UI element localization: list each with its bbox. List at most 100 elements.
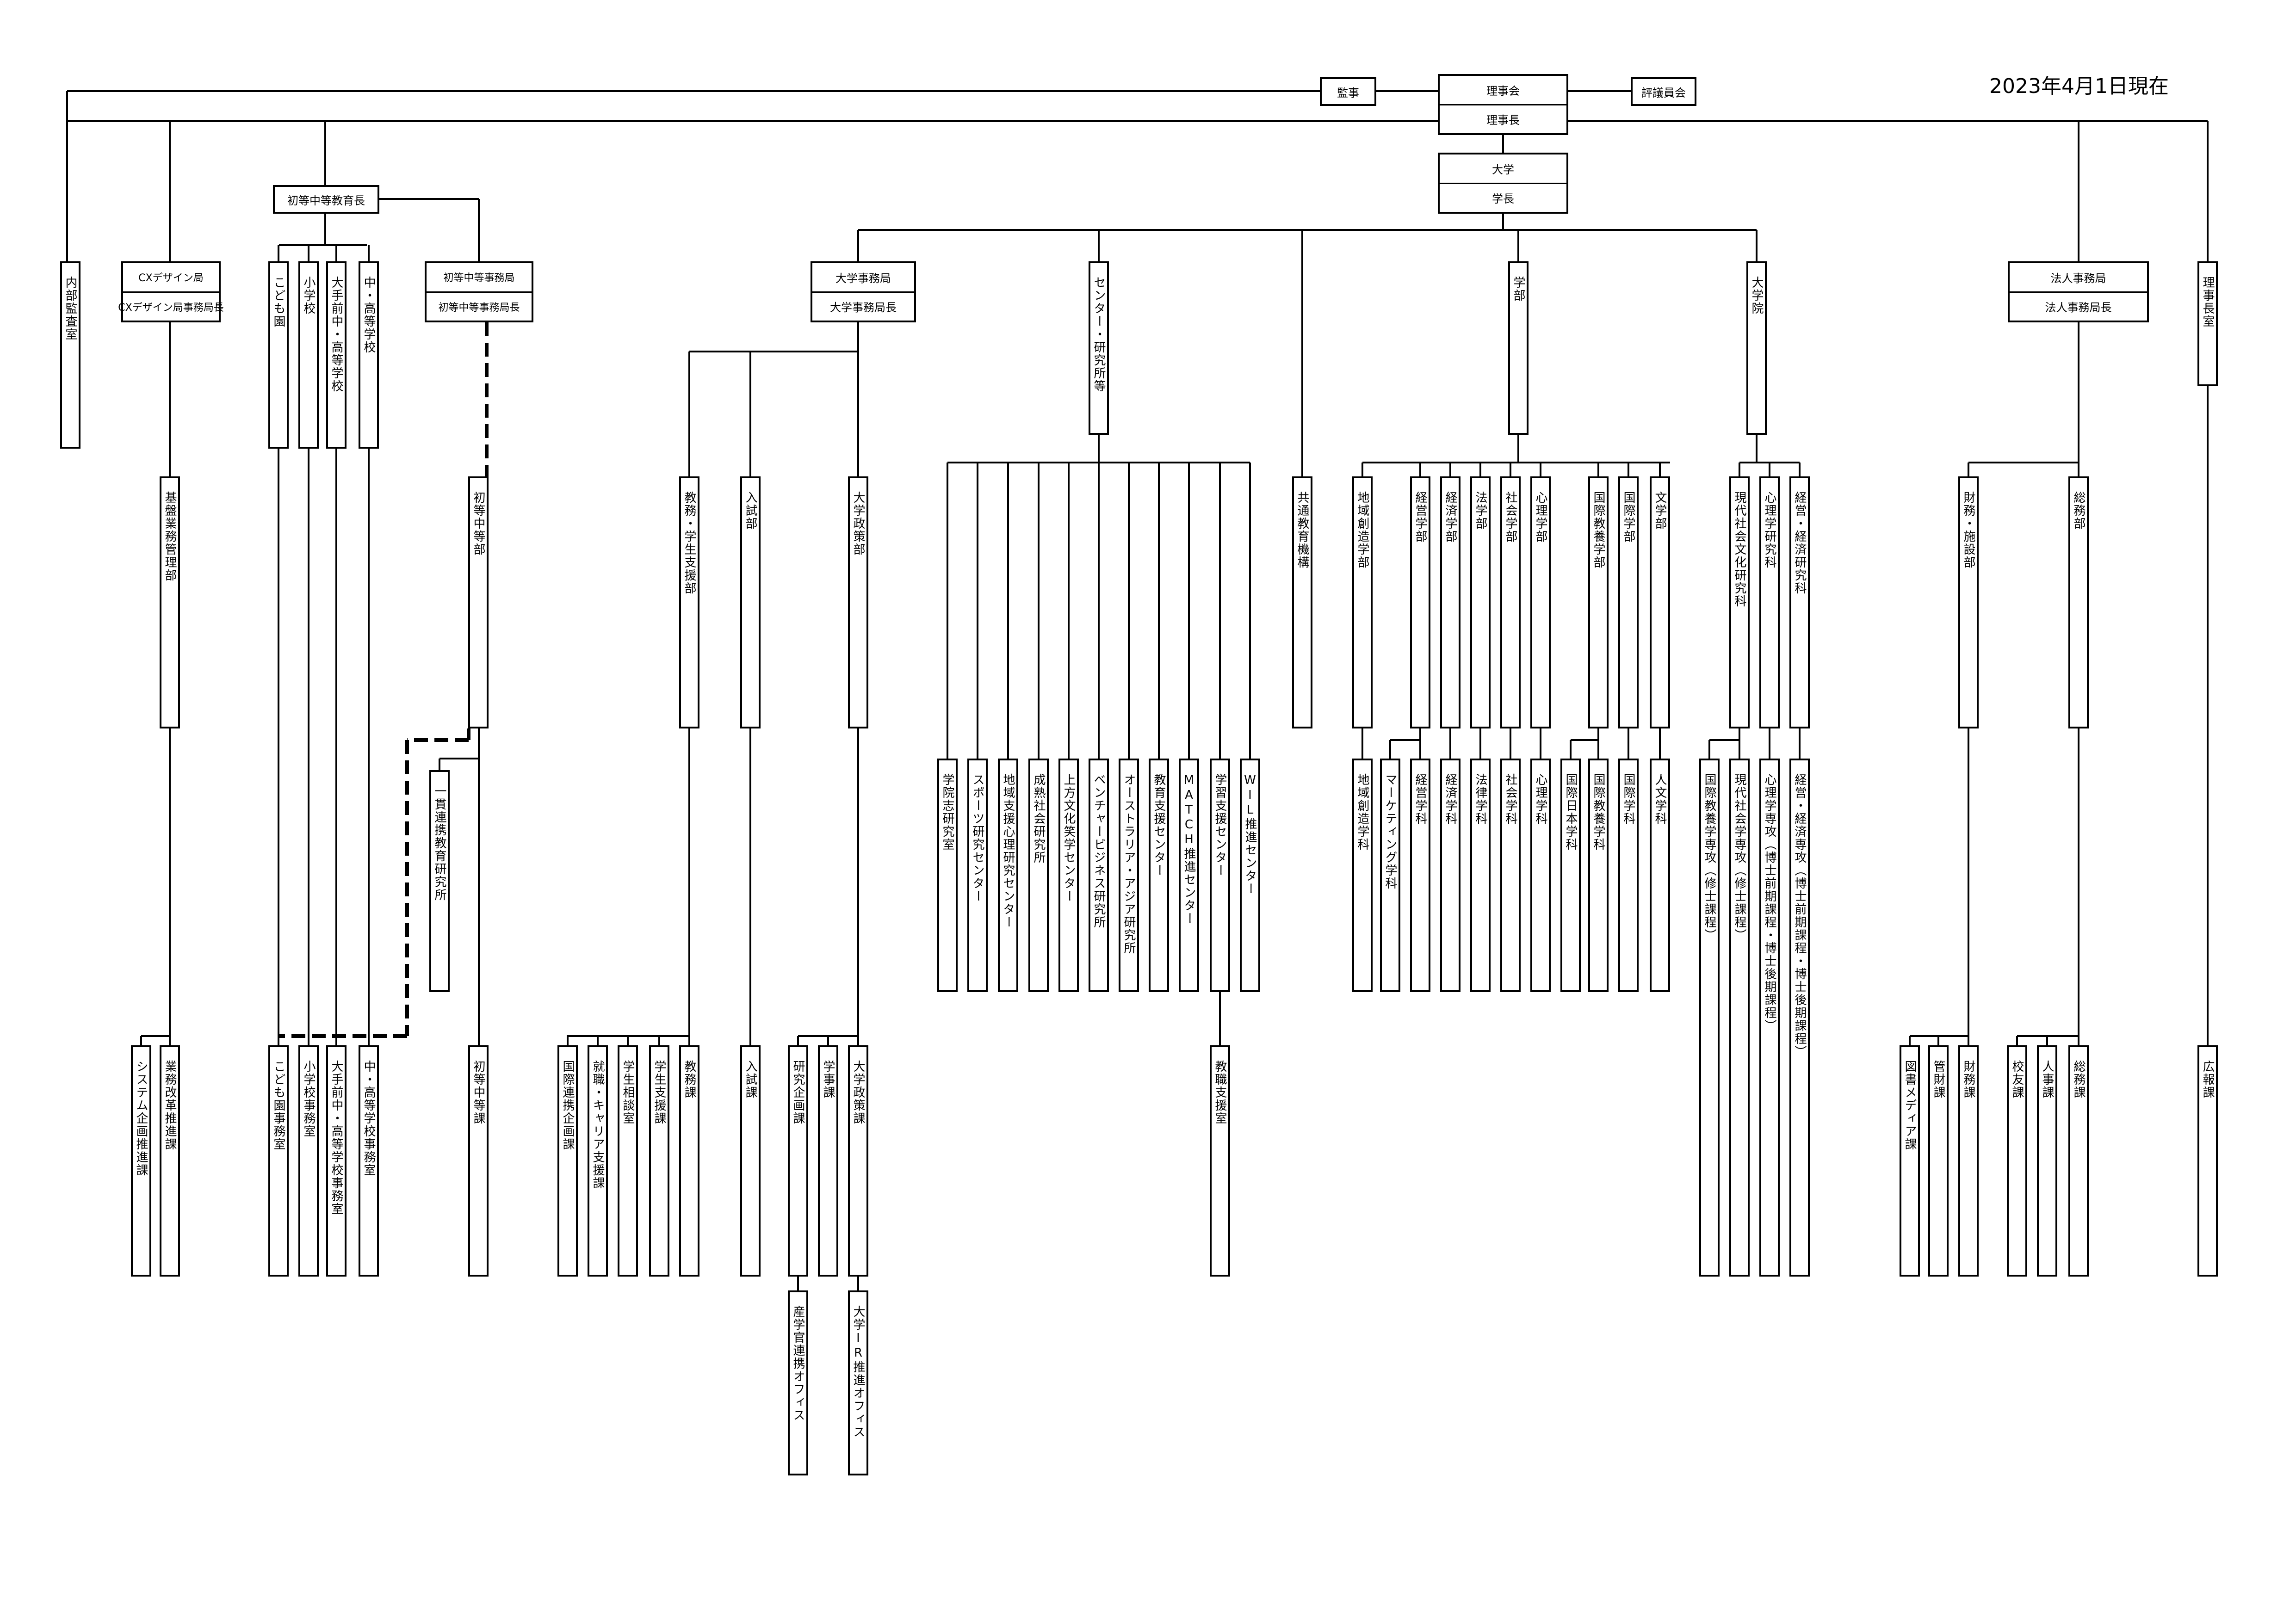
- student-support-section-0-label: 国際連携企画課: [561, 1060, 575, 1151]
- center-box-2-label: 地域支援心理研究センター: [1001, 773, 1015, 929]
- finance-section-1: 管財課: [1928, 1045, 1949, 1277]
- common-edu-box: 共通教育機構: [1292, 476, 1312, 728]
- grad-box: 大学院: [1746, 261, 1767, 435]
- faculty-box-0: 地域創造学部: [1352, 476, 1373, 728]
- grad-school-box-0: 現代社会文化研究科: [1729, 476, 1750, 728]
- grad-major-box-0-label: 国際教養学専攻（修士課程）: [1702, 773, 1716, 942]
- school-box-3: 中・高等学校: [359, 261, 379, 449]
- faculty-box-7: 国際学部: [1618, 476, 1639, 728]
- policy-sub-1-label: 大学IR推進オフィス: [851, 1305, 865, 1438]
- as-of-date: 2023年4月1日現在: [1989, 74, 2169, 98]
- finance-section-2: 財務課: [1958, 1045, 1979, 1277]
- policy-dept-box: 大学政策部: [848, 476, 868, 728]
- faculty-box-8-label: 文学部: [1653, 491, 1667, 530]
- faculty-dept-box-8: 国際教養学科: [1588, 759, 1609, 992]
- internal-audit-box: 内部監査室: [60, 261, 80, 449]
- faculty-dept-box-9-label: 国際学科: [1621, 773, 1635, 825]
- faculty-box-4-label: 社会学部: [1504, 491, 1517, 543]
- school-office-box-2-label: 大手前中・高等学校事務室: [329, 1060, 343, 1216]
- center-box-6: オーストラリア・アジア研究所: [1119, 759, 1139, 992]
- student-support-section-4: 教務課: [679, 1045, 699, 1277]
- policy-section-2-label: 大学政策課: [851, 1060, 865, 1125]
- faculties-box-label: 学部: [1511, 276, 1525, 302]
- faculty-dept-box-0-label: 地域創造学科: [1355, 773, 1369, 851]
- faculty-dept-box-2-label: 経営学科: [1413, 773, 1427, 825]
- center-box-4-label: 上方文化笑学センター: [1062, 773, 1076, 903]
- school-box-1: 小学校: [298, 261, 319, 449]
- center-box-8: MATCH推進センター: [1179, 759, 1199, 992]
- school-office-box-3-label: 中・高等学校事務室: [362, 1060, 376, 1177]
- faculty-box-5-label: 心理学部: [1534, 491, 1547, 543]
- grad-school-box-1: 心理学研究科: [1759, 476, 1780, 728]
- corp-bureau-box-row-1: 法人事務局長: [2010, 291, 2147, 321]
- ps-institute-box: 一貫連携教育研究所: [429, 770, 450, 992]
- center-box-6-label: オーストラリア・アジア研究所: [1122, 773, 1136, 955]
- general-section-2-label: 総務課: [2072, 1060, 2086, 1099]
- policy-section-1: 学事課: [818, 1045, 838, 1277]
- faculty-dept-box-7: 国際日本学科: [1560, 759, 1581, 992]
- ps-head-box-row-0: 初等中等教育長: [287, 194, 365, 207]
- grad-major-box-1-label: 現代社会学専攻（修士課程）: [1733, 773, 1746, 942]
- policy-sub-0-label: 産学官連携オフィス: [791, 1305, 805, 1422]
- faculty-box-3: 法学部: [1470, 476, 1491, 728]
- ps-section-box: 初等中等課: [468, 1045, 489, 1277]
- common-edu-box-label: 共通教育機構: [1295, 491, 1309, 569]
- faculty-box-4: 社会学部: [1500, 476, 1521, 728]
- faculty-dept-box-6-label: 心理学科: [1534, 773, 1547, 825]
- center-box-5-label: ベンチャービジネス研究所: [1092, 773, 1106, 929]
- center-box-7: 教育支援センター: [1149, 759, 1169, 992]
- university-box-row-1: 学長: [1440, 182, 1566, 212]
- policy-sub-1: 大学IR推進オフィス: [848, 1290, 868, 1475]
- faculty-dept-box-9: 国際学科: [1618, 759, 1639, 992]
- faculty-dept-box-3: 経済学科: [1440, 759, 1461, 992]
- faculty-box-5: 心理学部: [1530, 476, 1551, 728]
- board-box: 理事会理事長: [1438, 74, 1568, 135]
- general-section-2: 総務課: [2068, 1045, 2089, 1277]
- ps-institute-box-label: 一貫連携教育研究所: [433, 785, 446, 901]
- student-support-section-1: 就職・キャリア支援課: [588, 1045, 608, 1277]
- center-box-5: ベンチャービジネス研究所: [1089, 759, 1109, 992]
- admissions-dept-box: 入試部: [740, 476, 761, 728]
- school-office-box-1-label: 小学校事務室: [302, 1060, 316, 1138]
- student-support-dept-box-label: 教務・学生支援部: [682, 491, 696, 595]
- grad-box-label: 大学院: [1750, 276, 1764, 315]
- corp-bureau-box: 法人事務局法人事務局長: [2008, 261, 2149, 322]
- center-box-7-label: 教育支援センター: [1152, 773, 1166, 877]
- faculty-dept-box-2: 経営学科: [1410, 759, 1430, 992]
- policy-section-1-label: 学事課: [821, 1060, 835, 1099]
- general-section-1: 人事課: [2037, 1045, 2057, 1277]
- ps-bureau-box-row-0: 初等中等事務局: [443, 272, 515, 284]
- chair-office-box-label: 理事長室: [2201, 276, 2215, 328]
- cx-box-row-0: CXデザイン局: [138, 272, 204, 284]
- general-section-1-label: 人事課: [2040, 1060, 2054, 1099]
- faculty-box-1: 経営学部: [1410, 476, 1430, 728]
- faculty-dept-box-7-label: 国際日本学科: [1564, 773, 1578, 851]
- faculty-box-3-label: 法学部: [1473, 491, 1487, 530]
- admissions-dept-box-label: 入試部: [743, 491, 757, 530]
- center-box-1: スポーツ研究センター: [967, 759, 988, 992]
- finance-section-2-label: 財務課: [1962, 1060, 1975, 1099]
- council-box-row-0: 評議員会: [1641, 86, 1686, 99]
- center-box-9: 学習支援センター: [1210, 759, 1230, 992]
- univ-bureau-box-row-1: 大学事務局長: [812, 291, 914, 321]
- ps-dept-box: 初等中等部: [468, 476, 489, 728]
- student-support-section-3: 学生支援課: [649, 1045, 669, 1277]
- ps-bureau-box-row-1: 初等中等事務局長: [427, 291, 532, 321]
- faculty-dept-box-4-label: 法律学科: [1473, 773, 1487, 825]
- centers-box: センター・研究所等: [1089, 261, 1109, 435]
- cx-dept-box-label: 基盤業務管理部: [163, 491, 177, 582]
- auditor-box-row-0: 監事: [1337, 86, 1359, 99]
- center-box-0-label: 学院志研究室: [941, 773, 954, 851]
- grad-major-box-2: 心理学専攻（博士前期課程・博士後期課程）: [1759, 759, 1780, 1277]
- pr-section-box: 広報課: [2197, 1045, 2218, 1277]
- school-office-box-3: 中・高等学校事務室: [359, 1045, 379, 1277]
- grad-major-box-2-label: 心理学専攻（博士前期課程・博士後期課程）: [1763, 773, 1776, 1032]
- board-box-row-1: 理事長: [1440, 104, 1566, 134]
- faculty-dept-box-0: 地域創造学科: [1352, 759, 1373, 992]
- board-box-row-0: 理事会: [1486, 84, 1520, 98]
- grad-major-box-3: 経営・経済専攻（博士前期課程・博士後期課程）: [1789, 759, 1810, 1277]
- student-support-section-0: 国際連携企画課: [557, 1045, 578, 1277]
- faculties-box: 学部: [1508, 261, 1529, 435]
